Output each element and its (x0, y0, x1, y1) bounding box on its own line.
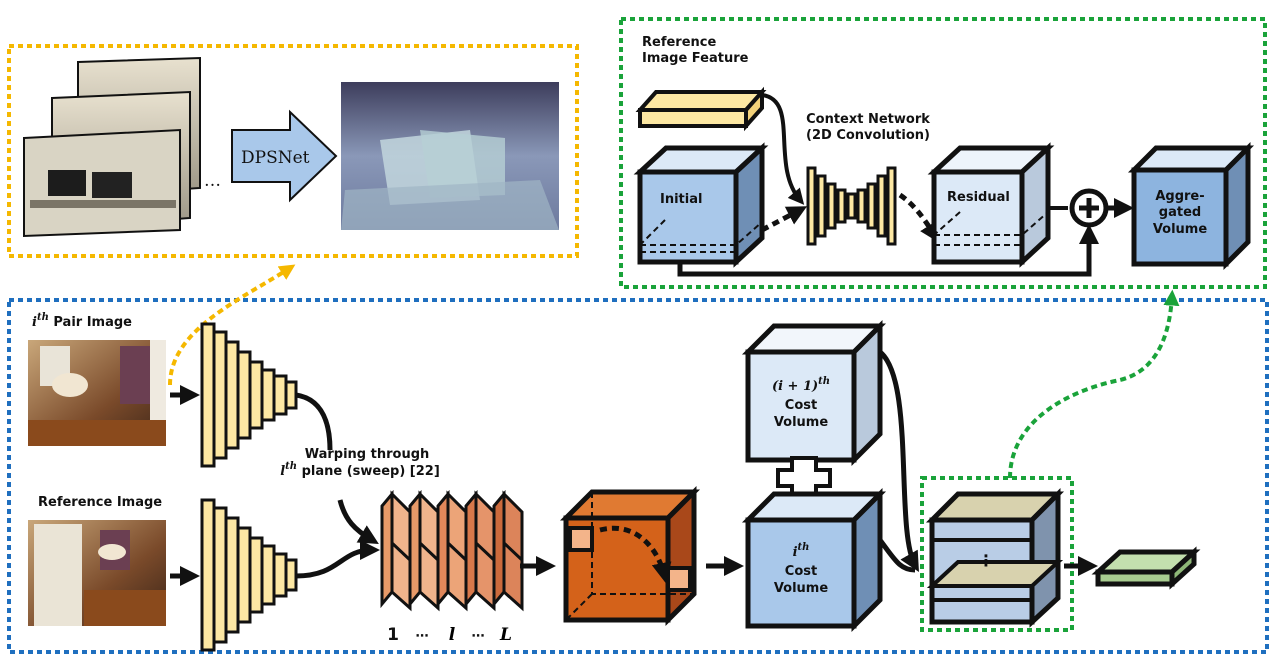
warping-plane-text: plane (sweep) [22] (297, 464, 440, 479)
plane-sweep-volume-cube (559, 485, 701, 627)
residual-label: Residual (947, 190, 1010, 205)
sweep-slice-4 (464, 489, 496, 612)
plane-index-first: 1 (387, 625, 399, 645)
reference-feature-label-line2: Image Feature (642, 51, 749, 66)
initial-cube (633, 142, 769, 268)
next-cost-to-stack-arrow (878, 350, 919, 572)
initial-label: Initial (660, 192, 702, 207)
next-cost-index: (i + 1) (772, 379, 818, 394)
context-panel-border (619, 17, 1267, 289)
aggregated-label-line3: Volume (1153, 222, 1208, 237)
skip-connection-arrow (677, 224, 1099, 277)
initial-to-context-arrow (760, 206, 808, 233)
dpsnet-label: DPSNet (241, 148, 310, 168)
plane-index-last: L (499, 625, 512, 645)
cost-label-line3: Volume (774, 581, 829, 596)
reference-feature-slab (635, 86, 767, 132)
warping-plane-sup: th (285, 461, 297, 472)
next-cost-label-line1: (i + 1)th (772, 376, 830, 394)
aggregated-volume-cube (1127, 141, 1255, 271)
pair-image-photo (28, 340, 166, 446)
sweep-slice-3 (436, 489, 468, 612)
plane-sweep-slices (380, 489, 524, 612)
sweep-slice-1 (380, 489, 412, 612)
stack-ellipsis: ⋮ (978, 551, 994, 570)
context-network-subtitle: (2D Convolution) (806, 128, 930, 143)
reference-to-sweep-arrow (295, 540, 380, 579)
cost-to-stack-line (877, 538, 916, 573)
context-to-residual-arrow (898, 192, 940, 243)
cost-index: i (793, 545, 798, 560)
next-cost-label-line3: Volume (774, 415, 829, 430)
cost-volume-cube (741, 487, 887, 633)
pair-encoder-out-line (295, 392, 333, 451)
pair-image-label: ith Pair Image (32, 312, 132, 330)
context-network-layers (806, 166, 897, 246)
aggregated-label-line2: gated (1159, 205, 1201, 220)
next-cost-label-line2: Cost (785, 398, 817, 413)
warp-arrow-top (337, 499, 379, 545)
dpsnet-arrow (231, 109, 338, 203)
sum-operator (1069, 188, 1109, 228)
cost-stack-border (920, 476, 1074, 632)
yellow-link-arrow (168, 264, 296, 386)
sweep-slice-5 (492, 489, 524, 612)
pair-image-sup: th (37, 312, 49, 323)
input-frame-stack (23, 56, 201, 238)
aggregated-label-line1: Aggre- (1155, 189, 1204, 204)
plane-index-mid: l (449, 625, 456, 645)
reference-image-label: Reference Image (38, 495, 162, 510)
feature-to-context-arrow (761, 93, 805, 205)
main-panel-border (7, 298, 1269, 654)
depth-map-output (341, 82, 559, 230)
cost-sup: th (798, 542, 810, 553)
context-network-title: Context Network (806, 112, 930, 127)
pair-feature-encoder (200, 322, 298, 468)
reference-feature-label-line1: Reference (642, 35, 716, 50)
cost-volume-stack (925, 487, 1065, 628)
pair-image-index: i (32, 315, 37, 330)
plane-index-dots-1: ⋯ (416, 629, 429, 644)
green-link-arrow (1008, 289, 1180, 479)
warping-label-line1: Warping through (305, 447, 430, 462)
next-cost-sup: th (818, 376, 830, 387)
residual-cube (927, 142, 1055, 268)
next-cost-volume-cube (741, 319, 887, 467)
reference-image-photo (28, 520, 166, 626)
warping-plane-index: l (280, 464, 285, 479)
cost-label-line2: Cost (785, 564, 817, 579)
top-left-panel-border (7, 44, 579, 258)
warping-label-line2: lth plane (sweep) [22] (280, 461, 440, 479)
sweep-slice-2 (408, 489, 440, 612)
cost-label-line1: ith (793, 542, 810, 560)
pair-image-text: Pair Image (49, 315, 132, 330)
plane-index-dots-2: ⋯ (472, 629, 485, 644)
reference-feature-encoder (200, 498, 298, 652)
frame-stack-ellipsis: … (204, 171, 221, 191)
depth-output-slab (1091, 546, 1201, 590)
